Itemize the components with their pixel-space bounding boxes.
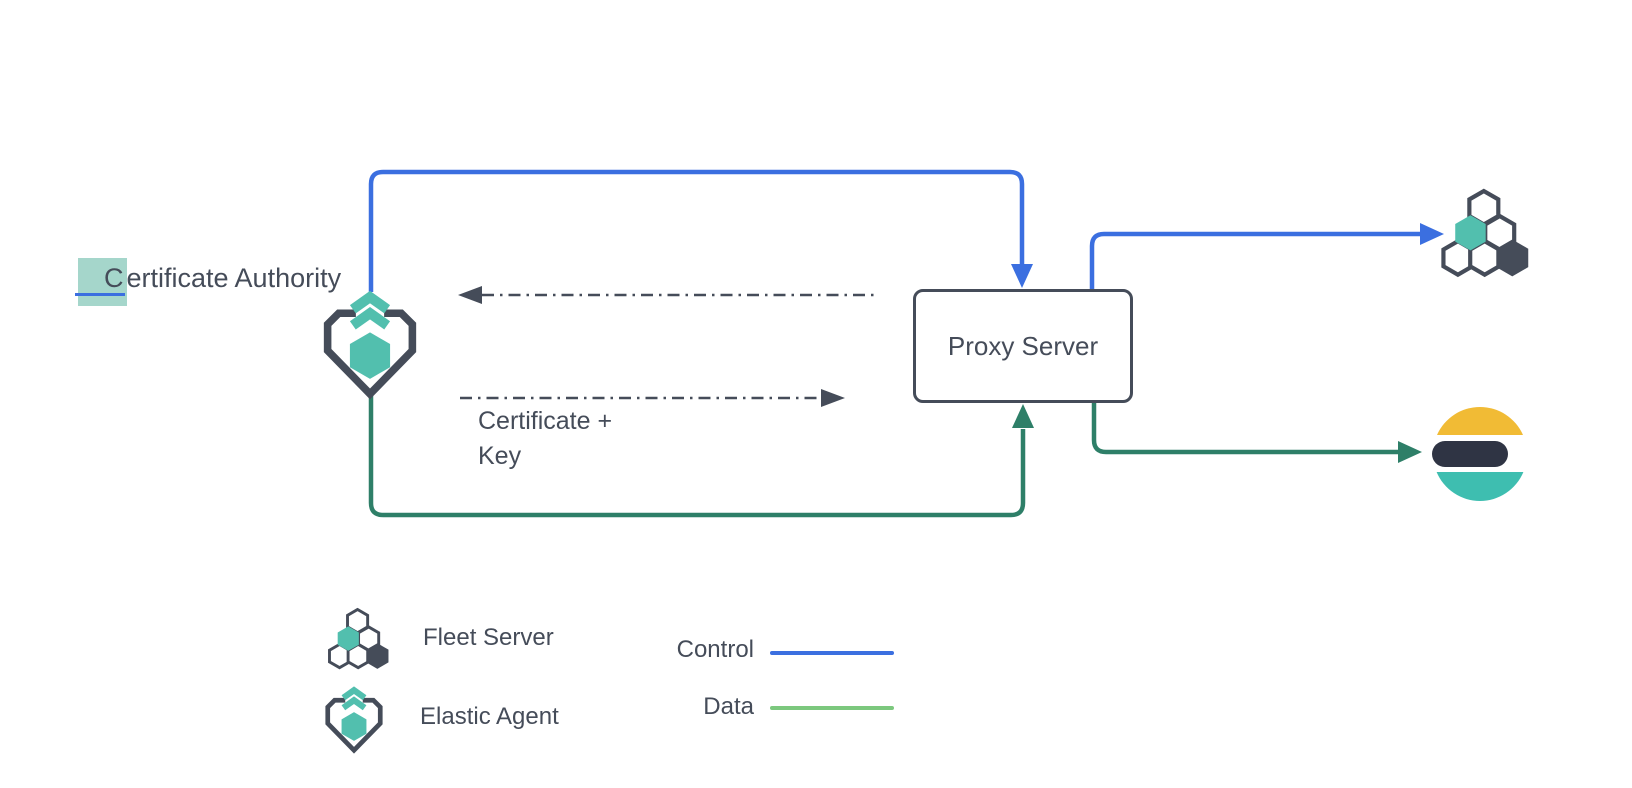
arrowhead-right-blue bbox=[1420, 223, 1444, 245]
certificate-key-line2: Key bbox=[478, 442, 522, 470]
dashed-connector-agent-to-proxy[interactable] bbox=[460, 389, 845, 407]
legend-control-label[interactable]: Control bbox=[676, 636, 754, 663]
legend-control-line[interactable] bbox=[770, 651, 894, 655]
legend-data-label[interactable]: Data bbox=[703, 693, 754, 720]
certificate-key-label[interactable]: Certificate + Key bbox=[478, 404, 612, 474]
control-connector-agent-to-proxy[interactable] bbox=[368, 169, 1033, 292]
proxy-server-node[interactable]: Proxy Server bbox=[913, 289, 1133, 403]
ca-label-highlighted-char: C bbox=[104, 263, 124, 293]
fleet-server-icon[interactable] bbox=[1437, 186, 1529, 278]
control-connector-proxy-to-fleet[interactable] bbox=[1089, 223, 1444, 290]
arrowhead-down-blue bbox=[1011, 264, 1033, 288]
data-connector-proxy-to-elasticsearch[interactable] bbox=[1091, 403, 1422, 463]
elastic-agent-icon[interactable] bbox=[318, 287, 422, 400]
arrowhead-right-green bbox=[1398, 441, 1422, 463]
arrowhead-right-dark bbox=[821, 389, 845, 407]
dashed-connector-proxy-to-agent[interactable] bbox=[458, 286, 875, 304]
arrowhead-up-green bbox=[1012, 404, 1034, 428]
ca-text-selection-highlight: C bbox=[75, 258, 127, 306]
legend-data-line[interactable] bbox=[770, 706, 894, 710]
legend-fleet-server-icon[interactable] bbox=[324, 606, 390, 670]
arrowhead-left-dark bbox=[458, 286, 482, 304]
proxy-server-label: Proxy Server bbox=[947, 330, 1099, 361]
elasticsearch-icon[interactable] bbox=[1430, 403, 1530, 505]
data-connector-agent-to-proxy[interactable] bbox=[368, 396, 1034, 518]
legend-fleet-server-label[interactable]: Fleet Server bbox=[423, 624, 554, 651]
certificate-key-line1: Certificate + bbox=[478, 407, 613, 435]
ca-label-rest: ertificate Authority bbox=[126, 263, 342, 293]
legend-elastic-agent-label[interactable]: Elastic Agent bbox=[420, 703, 559, 730]
legend-elastic-agent-icon[interactable] bbox=[322, 684, 386, 754]
